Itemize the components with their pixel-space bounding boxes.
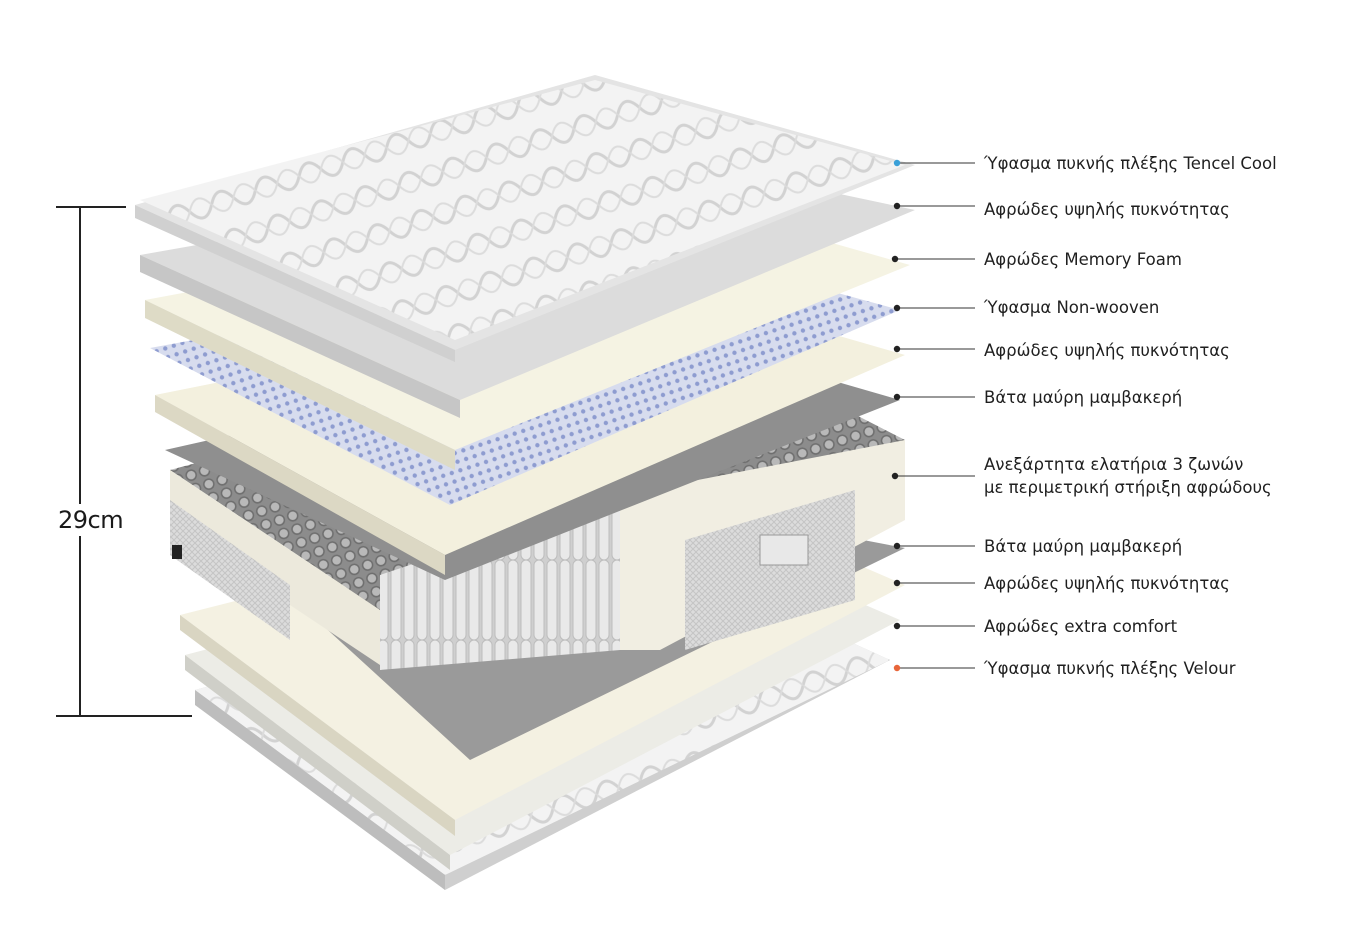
leader-dot	[893, 664, 901, 672]
leader-dot	[893, 345, 901, 353]
leader-lines	[891, 159, 975, 672]
leader-dot	[893, 579, 901, 587]
height-label: 29cm	[58, 504, 124, 536]
layer-tencel-top	[135, 75, 915, 362]
label-pocket-springs-line2: με περιμετρική στήριξη αφρώδους	[984, 478, 1272, 497]
label-non-woven: Ύφασμα Non-wooven	[984, 298, 1160, 317]
label-pocket-springs-line1: Ανεξάρτητα ελατήρια 3 ζωνών	[984, 455, 1244, 474]
label-extra-comfort: Αφρώδες extra comfort	[984, 617, 1178, 636]
leader-dot	[893, 159, 901, 167]
label-pocket-springs: Ανεξάρτητα ελατήρια 3 ζωνών με περιμετρι…	[984, 453, 1272, 499]
leader-dot	[893, 542, 901, 550]
leader-dot	[891, 255, 899, 263]
label-velour: Ύφασμα πυκνής πλέξης Velour	[984, 659, 1236, 678]
leader-dot	[893, 202, 901, 210]
label-black-wadding-2: Βάτα μαύρη μαμβακερή	[984, 537, 1183, 556]
leader-dot	[891, 472, 899, 480]
label-memory-foam: Αφρώδες Memory Foam	[984, 250, 1182, 269]
leader-dot	[893, 622, 901, 630]
leader-dot	[893, 304, 901, 312]
leader-dot	[893, 393, 901, 401]
label-black-wadding-1: Βάτα μαύρη μαμβακερή	[984, 388, 1183, 407]
label-high-density-foam-1: Αφρώδες υψηλής πυκνότητας	[984, 200, 1230, 219]
label-tencel-cool: Ύφασμα πυκνής πλέξης Tencel Cool	[984, 154, 1277, 173]
label-high-density-foam-3: Αφρώδες υψηλής πυκνότητας	[984, 574, 1230, 593]
label-high-density-foam-2: Αφρώδες υψηλής πυκνότητας	[984, 341, 1230, 360]
height-bracket	[56, 206, 192, 717]
